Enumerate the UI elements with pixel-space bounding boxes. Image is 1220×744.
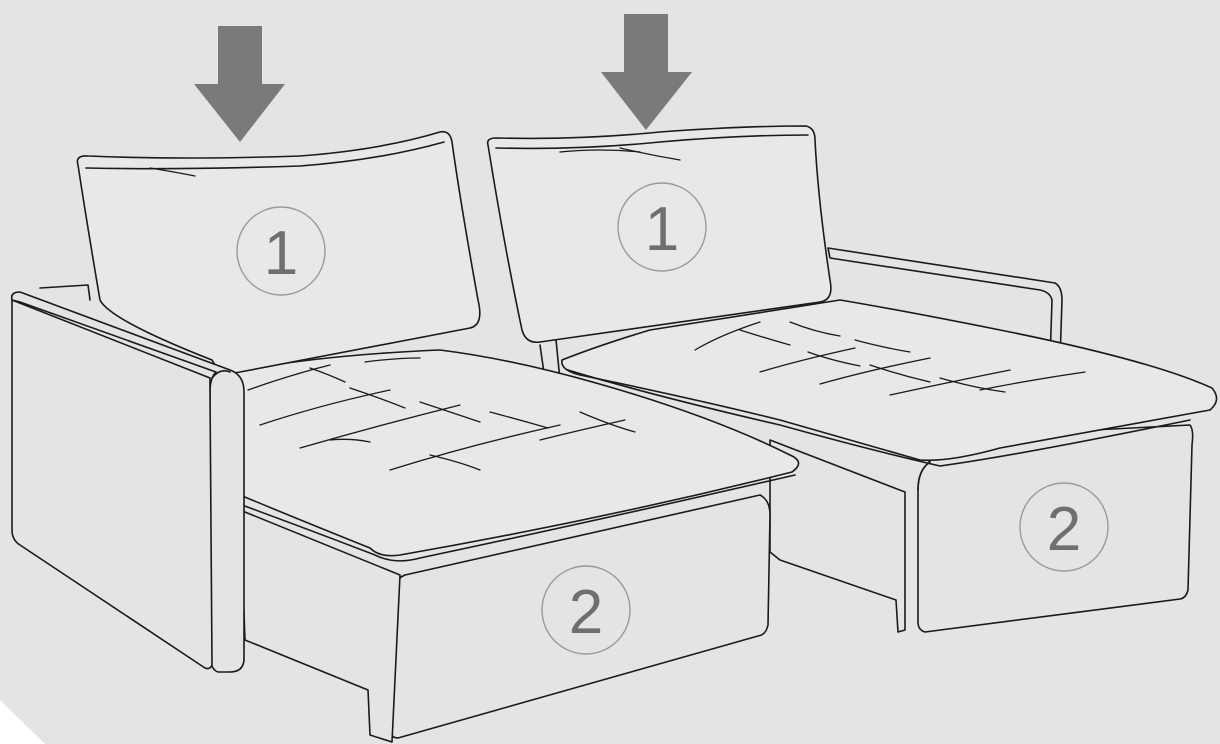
right-backrest-number: 1	[645, 195, 679, 264]
left-seat-number: 2	[569, 578, 603, 647]
right-seat-number: 2	[1047, 495, 1081, 564]
left-backrest-number: 1	[264, 219, 298, 288]
